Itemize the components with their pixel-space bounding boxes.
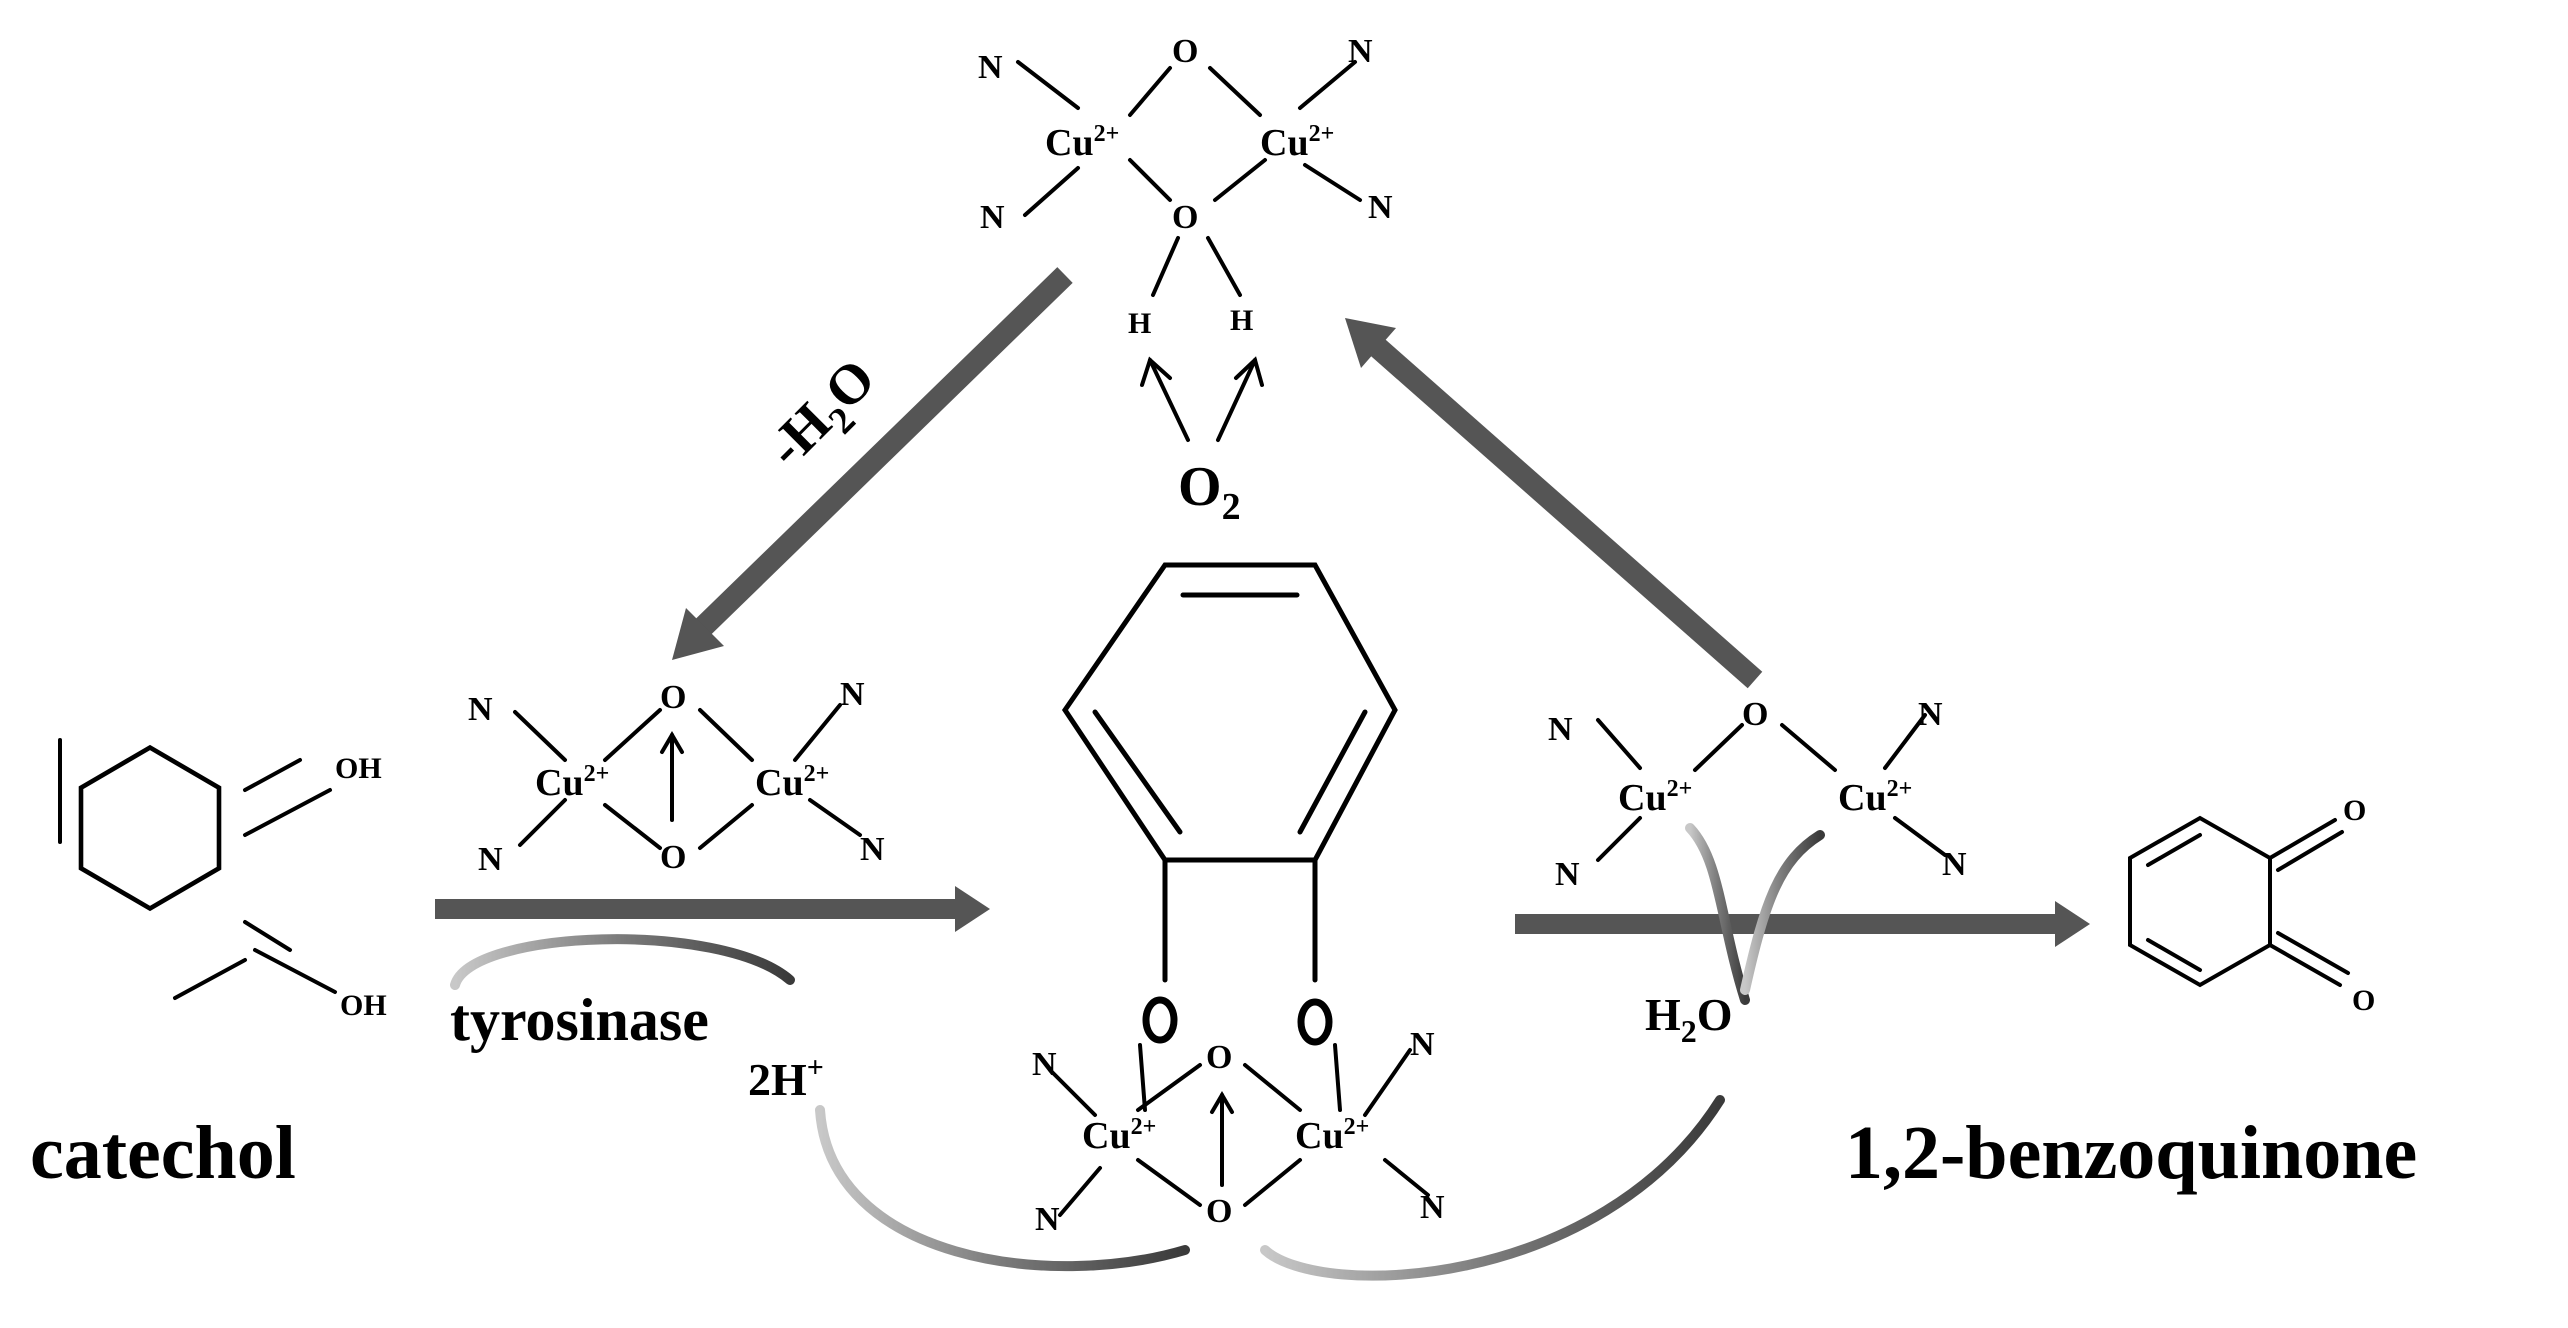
- proton-curve: [815, 1105, 1190, 1272]
- atom-o: O: [1206, 1039, 1232, 1076]
- atom-cu: Cu2+: [1618, 776, 1692, 819]
- atom-n: N: [1348, 33, 1373, 70]
- atom-n: N: [1555, 856, 1580, 893]
- atom-o: O: [660, 839, 686, 876]
- atom-cu: Cu2+: [1082, 1114, 1156, 1157]
- atom-cu: Cu2+: [755, 761, 829, 804]
- atom-n: N: [468, 691, 493, 728]
- atom-n: N: [1942, 846, 1967, 883]
- atom-n: N: [840, 676, 865, 713]
- benzoquinone-structure: O O: [2128, 794, 2375, 1017]
- water-in-curve-left: [1685, 823, 1750, 1005]
- atom-cu: Cu2+: [1045, 121, 1119, 164]
- atom-cu: Cu2+: [535, 761, 609, 804]
- atom-o: O: [1742, 696, 1768, 733]
- atom-o: O: [660, 679, 686, 716]
- water-in-curve-right: [1740, 830, 1825, 995]
- regeneration-arrow: [1345, 318, 1763, 689]
- atom-n: N: [860, 831, 885, 868]
- atom-n: N: [1032, 1046, 1057, 1083]
- atom-n: N: [1420, 1189, 1445, 1226]
- atom-cu: Cu2+: [1838, 776, 1912, 819]
- atom-o: O: [1206, 1193, 1232, 1230]
- atom-n: N: [478, 841, 503, 878]
- atom-n: N: [1548, 711, 1573, 748]
- left-copper-complex: N N N N O O Cu2+ Cu2+: [468, 676, 885, 878]
- atom-n: N: [1035, 1201, 1060, 1238]
- benzoquinone-label: 1,2-benzoquinone: [1845, 1111, 2417, 1195]
- top-copper-complex: N N N N O O Cu2+ Cu2+ H H O2: [978, 33, 1393, 528]
- hydroxyl-label: OH: [335, 752, 382, 785]
- right-copper-complex: N N N N O Cu2+ Cu2+: [1548, 696, 1967, 893]
- atom-h: H: [1128, 307, 1151, 340]
- hydroxyl-label: OH: [340, 989, 387, 1022]
- tyrosinase-curve: [450, 934, 795, 990]
- atom-n: N: [1918, 696, 1943, 733]
- main-forward-arrow-right: [1515, 901, 2090, 947]
- dehydration-arrow: [672, 267, 1073, 660]
- water-out-curve: [1260, 1095, 1725, 1281]
- catechol-structure: OH OH: [58, 738, 387, 1022]
- atom-o: O: [1172, 33, 1198, 70]
- atom-n: N: [978, 49, 1003, 86]
- oxygen-attack-arrows: [1140, 356, 1264, 442]
- curved-arrows: [450, 823, 1825, 1281]
- catechol-label: catechol: [30, 1111, 296, 1195]
- atom-cu: Cu2+: [1295, 1114, 1369, 1157]
- atom-n: N: [980, 199, 1005, 236]
- oxygen-label: O2: [1178, 456, 1241, 528]
- atom-n: N: [1368, 189, 1393, 226]
- tyrosinase-label: tyrosinase: [450, 987, 709, 1053]
- atom-h: H: [1230, 304, 1253, 337]
- water-label: H2O: [1645, 989, 1733, 1049]
- carbonyl-oxygen: O: [2352, 984, 2375, 1017]
- atom-n: N: [1410, 1026, 1435, 1063]
- atom-cu: Cu2+: [1260, 121, 1334, 164]
- main-forward-arrow-left: [435, 886, 990, 932]
- center-substrate-complex: N N N N O O Cu2+ Cu2+: [1032, 562, 1445, 1238]
- proton-label: 2H+: [748, 1051, 824, 1105]
- atom-o: O: [1172, 199, 1198, 236]
- carbonyl-oxygen: O: [2343, 794, 2366, 827]
